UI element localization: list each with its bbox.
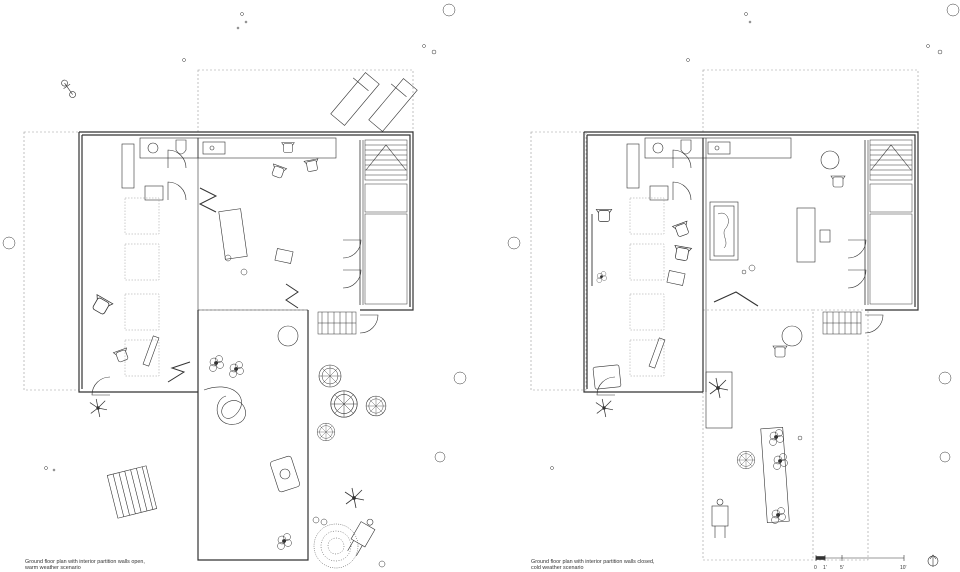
door-swing (359, 314, 379, 334)
folded-partitions (167, 187, 299, 383)
door-swing (672, 149, 692, 169)
caption-open-line2: warm weather scenario (25, 565, 81, 572)
door-swing (847, 269, 867, 289)
door-swing (847, 239, 867, 259)
dashed-zones (629, 197, 665, 377)
grate-bench (317, 311, 357, 335)
scale-label-10: 10' (900, 565, 907, 571)
plant-icon (596, 271, 608, 283)
garden-hose (203, 386, 246, 425)
round-table (277, 325, 299, 347)
plant-icon (708, 377, 729, 399)
stool (224, 254, 232, 262)
site-markers-left (2, 3, 467, 472)
site-markers-right (507, 3, 960, 470)
basket-icon (365, 395, 387, 417)
kitchen-counter (626, 137, 792, 201)
plant-icon (229, 361, 244, 378)
round-table (781, 325, 803, 347)
bed (592, 364, 622, 390)
basket-icon (318, 364, 342, 388)
door-swing (167, 149, 187, 169)
scale-label-1: 1' (823, 565, 827, 571)
closed-partitions (591, 214, 759, 307)
round-table (820, 150, 840, 170)
caption-open: Ground floor plan with interior partitio… (25, 559, 145, 572)
planter-box (705, 371, 733, 429)
chair-icon (671, 220, 692, 239)
chair-icon (112, 347, 131, 364)
caption-closed-line1: Ground floor plan with interior partitio… (531, 559, 655, 565)
house-walls (78, 131, 414, 561)
sofa (709, 201, 739, 261)
basket-icon (330, 390, 358, 418)
scale-label-5: 5' (840, 565, 844, 571)
floor-plan-open (23, 69, 418, 569)
wheelbarrow-icon (711, 498, 729, 538)
stairs (869, 139, 913, 305)
caption-closed-line2: cold weather scenario (531, 565, 584, 572)
plant-icon (771, 507, 786, 524)
chair-icon (89, 294, 114, 317)
planter-box (760, 427, 790, 523)
chair-icon (595, 208, 613, 223)
basket-icon (316, 422, 336, 442)
chair-icon (303, 158, 321, 173)
side-table (274, 248, 294, 264)
side-table (666, 270, 686, 286)
wheelbarrow-icon (347, 518, 376, 556)
floor-plan-closed (530, 69, 919, 561)
plant-icon (595, 398, 614, 418)
scale-bar: 0 1' 5' 10' (814, 555, 907, 571)
picnic-table-icon (106, 465, 158, 519)
door-swing (672, 181, 692, 201)
bench (648, 337, 666, 369)
chair-icon (269, 163, 288, 180)
dining-table (796, 207, 816, 263)
door-swing (342, 239, 362, 259)
chair-icon (672, 244, 693, 262)
plant-icon (344, 487, 365, 509)
north-arrow-icon (927, 554, 939, 567)
plant-icon (769, 429, 784, 446)
stairs (364, 139, 408, 305)
dashed-zones (124, 197, 160, 377)
kitchen-island (218, 208, 248, 260)
basket-icon (736, 450, 756, 470)
scale-label-0: 0 (814, 565, 817, 571)
caption-closed: Ground floor plan with interior partitio… (531, 559, 654, 572)
plant-icon (89, 398, 108, 418)
tree-icon (313, 523, 359, 569)
plant-icon (209, 355, 224, 372)
house-walls (583, 131, 919, 393)
door-swing (167, 181, 187, 201)
grate-bench (822, 311, 862, 335)
caption-open-line1: Ground floor plan with interior partitio… (25, 559, 145, 565)
plant-icon (277, 533, 292, 550)
door-swing (342, 269, 362, 289)
lounger-icon (330, 72, 418, 132)
bench (142, 335, 160, 367)
chair-icon (281, 142, 295, 153)
kitchen-counter (121, 137, 337, 201)
grill-icon (270, 455, 300, 493)
dashed-outlines (530, 69, 919, 561)
chair-icon (772, 345, 788, 358)
chair-icon (830, 175, 846, 188)
chair-icon (819, 229, 831, 243)
bicycle-icon (61, 79, 76, 98)
stool (240, 268, 248, 276)
